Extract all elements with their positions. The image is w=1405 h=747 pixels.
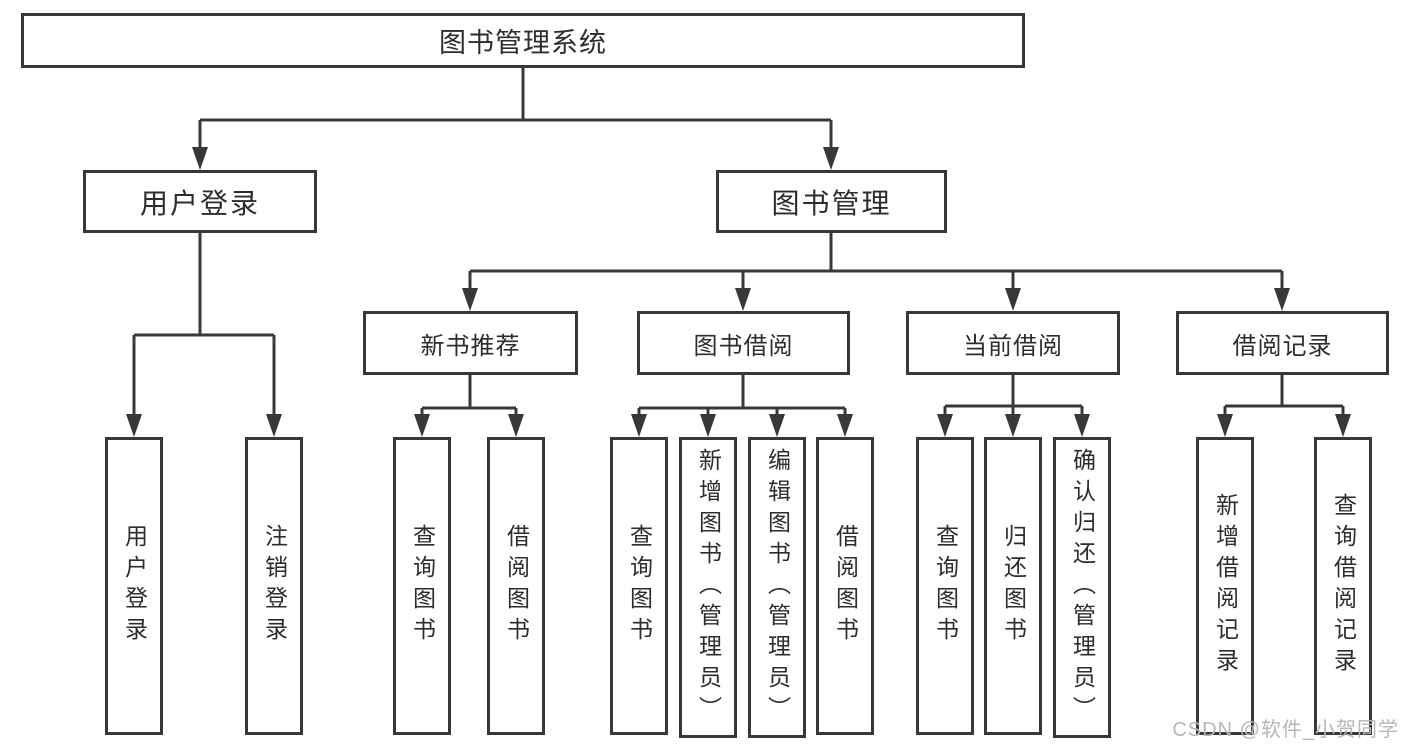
leaf-query-books-recommend: 查询图书 (393, 437, 451, 735)
leaf-query-books-borrow-label: 查询图书 (626, 524, 653, 648)
leaf-logout-label: 注销登录 (261, 524, 288, 648)
node-book-borrowing-label: 图书借阅 (693, 332, 794, 360)
node-root-label: 图书管理系统 (439, 28, 607, 58)
arrowhead-icons (126, 147, 1351, 437)
node-book-management-label: 图书管理 (771, 187, 892, 219)
leaf-user-login-label: 用户登录 (121, 524, 148, 648)
node-new-book-recommend-label: 新书推荐 (420, 332, 521, 360)
node-book-borrowing: 图书借阅 (637, 311, 850, 375)
node-book-management: 图书管理 (716, 170, 947, 233)
node-new-book-recommend: 新书推荐 (363, 311, 578, 375)
leaf-edit-books-admin: 编辑图书（管理员） (748, 437, 806, 738)
leaf-borrow-books: 借阅图书 (816, 437, 874, 735)
leaf-query-books-recommend-label: 查询图书 (409, 524, 436, 648)
leaf-borrow-books-recommend: 借阅图书 (487, 437, 545, 735)
node-current-borrowing: 当前借阅 (906, 311, 1120, 375)
leaf-user-login: 用户登录 (105, 437, 163, 735)
leaf-query-books-current: 查询图书 (916, 437, 974, 735)
leaf-add-books-admin: 新增图书（管理员） (679, 437, 737, 738)
leaf-borrow-books-label: 借阅图书 (832, 524, 859, 648)
leaf-confirm-return-admin-label: 确认归还（管理员） (1069, 448, 1096, 727)
leaf-query-borrow-record-label: 查询借阅记录 (1330, 493, 1357, 679)
leaf-query-borrow-record: 查询借阅记录 (1314, 437, 1372, 735)
leaf-query-books-borrow: 查询图书 (610, 437, 668, 735)
leaf-edit-books-admin-label: 编辑图书（管理员） (764, 448, 791, 727)
leaf-query-books-current-label: 查询图书 (932, 524, 959, 648)
leaf-add-books-admin-label: 新增图书（管理员） (695, 448, 722, 727)
leaf-confirm-return-admin: 确认归还（管理员） (1053, 437, 1111, 738)
leaf-return-books-label: 归还图书 (1000, 524, 1027, 648)
leaf-add-borrow-record-label: 新增借阅记录 (1212, 493, 1239, 679)
node-root-library-system: 图书管理系统 (21, 13, 1025, 68)
node-borrowing-records-label: 借阅记录 (1232, 332, 1333, 360)
leaf-add-borrow-record: 新增借阅记录 (1196, 437, 1254, 735)
node-borrowing-records: 借阅记录 (1176, 311, 1389, 375)
leaf-return-books: 归还图书 (984, 437, 1042, 735)
node-current-borrowing-label: 当前借阅 (963, 332, 1063, 360)
node-user-login-label: 用户登录 (139, 187, 260, 219)
node-user-login: 用户登录 (83, 170, 317, 233)
csdn-watermark: CSDN @软件_小贺同学 (1172, 719, 1399, 741)
leaf-borrow-books-recommend-label: 借阅图书 (503, 524, 530, 648)
leaf-logout: 注销登录 (245, 437, 303, 735)
